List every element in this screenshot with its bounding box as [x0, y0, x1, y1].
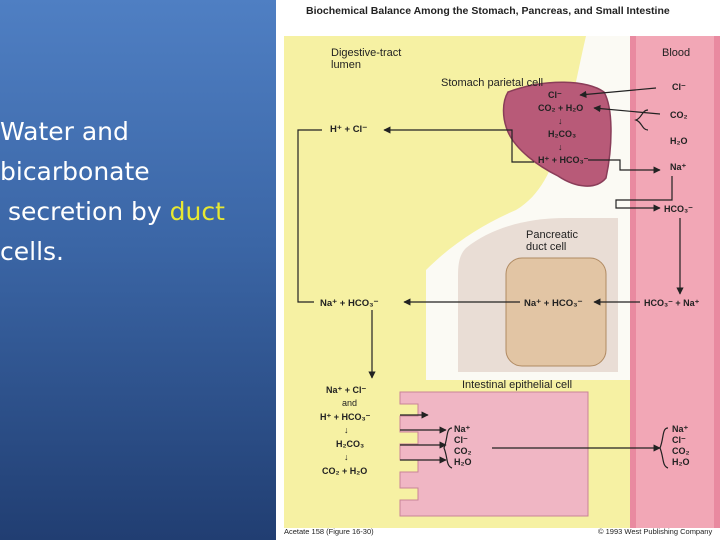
blood-co2: CO₂ — [670, 110, 688, 120]
diagram-svg: Biochemical Balance Among the Stomach, P… — [276, 0, 720, 540]
arrow-blood-co2-to-stomach — [593, 105, 661, 115]
caption-line-3: secretion by duct — [0, 192, 276, 232]
stomach-parietal-cell — [502, 81, 612, 187]
lumen-h-cl: H⁺ + Cl⁻ — [330, 124, 367, 135]
caption-line-2: bicarbonate — [0, 157, 150, 186]
lumen-na-cl: Na⁺ + Cl⁻ — [326, 385, 367, 395]
blood-hco3: HCO₃⁻ — [664, 204, 693, 214]
caption-line-4: cells. — [0, 237, 64, 266]
lumen-and: and — [342, 398, 357, 408]
stomach-arrow-2: ↓ — [558, 142, 563, 152]
pancreas-label-line-2: duct cell — [526, 241, 566, 253]
blood-label: Blood — [662, 47, 690, 59]
intestine-cl: Cl⁻ — [454, 435, 468, 445]
caption-highlight-duct: duct — [169, 197, 225, 226]
brace-blood-bottom-list — [659, 427, 669, 469]
intestine-cell-label: Intestinal epithelial cell — [462, 379, 572, 391]
brace-intestine-list — [443, 427, 453, 469]
arrow-blood-cl-to-stomach — [579, 87, 657, 98]
blood-region — [630, 36, 720, 528]
lumen-h-hco3: H⁺ + HCO₃⁻ — [320, 412, 371, 422]
lumen-label-line-1: Digestive-tract — [331, 47, 401, 59]
pancreatic-nucleus — [505, 257, 607, 367]
stomach-h2co3: H₂CO₃ — [548, 129, 576, 139]
arrow-lumen-left-loop — [297, 129, 322, 303]
stomach-co2-h2o: CO₂ + H₂O — [538, 103, 583, 113]
diagram-arrows — [297, 87, 684, 469]
slide-left-panel: Water and bicarbonate secretion by duct … — [0, 0, 276, 540]
lumen-h2co3: H₂CO₃ — [336, 439, 364, 449]
intestine-co2: CO₂ — [454, 446, 472, 456]
caption-line-3-text: secretion by — [0, 197, 170, 226]
lumen-arrow-2: ↓ — [344, 452, 349, 462]
blood-bottom-h2o: H₂O — [672, 457, 690, 467]
arrow-stomach-to-lumen — [383, 126, 534, 163]
blood-cl: Cl⁻ — [672, 82, 686, 92]
intestinal-epithelial-cell — [399, 391, 589, 517]
intestine-h2o: H₂O — [454, 457, 472, 467]
blood-h2o: H₂O — [670, 136, 688, 146]
diagram-figure: Biochemical Balance Among the Stomach, P… — [276, 0, 720, 540]
slide-caption: Water and bicarbonate secretion by duct … — [0, 112, 276, 272]
caption-line-1: Water and — [0, 117, 129, 146]
intestine-na: Na⁺ — [454, 424, 471, 434]
blood-hco3-na: HCO₃⁻ + Na⁺ — [644, 298, 700, 308]
stomach-h-hco3: H⁺ + HCO₃⁻ — [538, 155, 589, 165]
pancreas-na-hco3: Na⁺ + HCO₃⁻ — [524, 298, 583, 309]
arrow-blood-na-hco3 — [615, 176, 673, 212]
stomach-arrow-1: ↓ — [558, 116, 563, 126]
stomach-cell-label: Stomach parietal cell — [441, 77, 543, 89]
lumen-co2-h2o: CO₂ + H₂O — [322, 466, 367, 476]
pancreas-label-line-1: Pancreatic — [526, 229, 578, 241]
lumen-label-line-2: lumen — [331, 59, 361, 71]
blood-region-edge-right — [714, 36, 720, 528]
figure-title: Biochemical Balance Among the Stomach, P… — [306, 5, 670, 17]
footer-acetate: Acetate 158 (Figure 16-30) — [284, 527, 374, 536]
blood-region-edge — [630, 36, 636, 528]
brace-blood-co2-h2o — [634, 109, 649, 131]
blood-bottom-cl: Cl⁻ — [672, 435, 686, 445]
arrow-stomach-to-blood — [588, 159, 661, 174]
blood-bottom-co2: CO₂ — [672, 446, 690, 456]
blood-na: Na⁺ — [670, 162, 687, 172]
stomach-cl: Cl⁻ — [548, 90, 562, 100]
footer-copyright: © 1993 West Publishing Company — [598, 527, 712, 536]
lumen-arrow-1: ↓ — [344, 425, 349, 435]
blood-bottom-na: Na⁺ — [672, 424, 689, 434]
lumen-na-hco3: Na⁺ + HCO₃⁻ — [320, 298, 379, 309]
